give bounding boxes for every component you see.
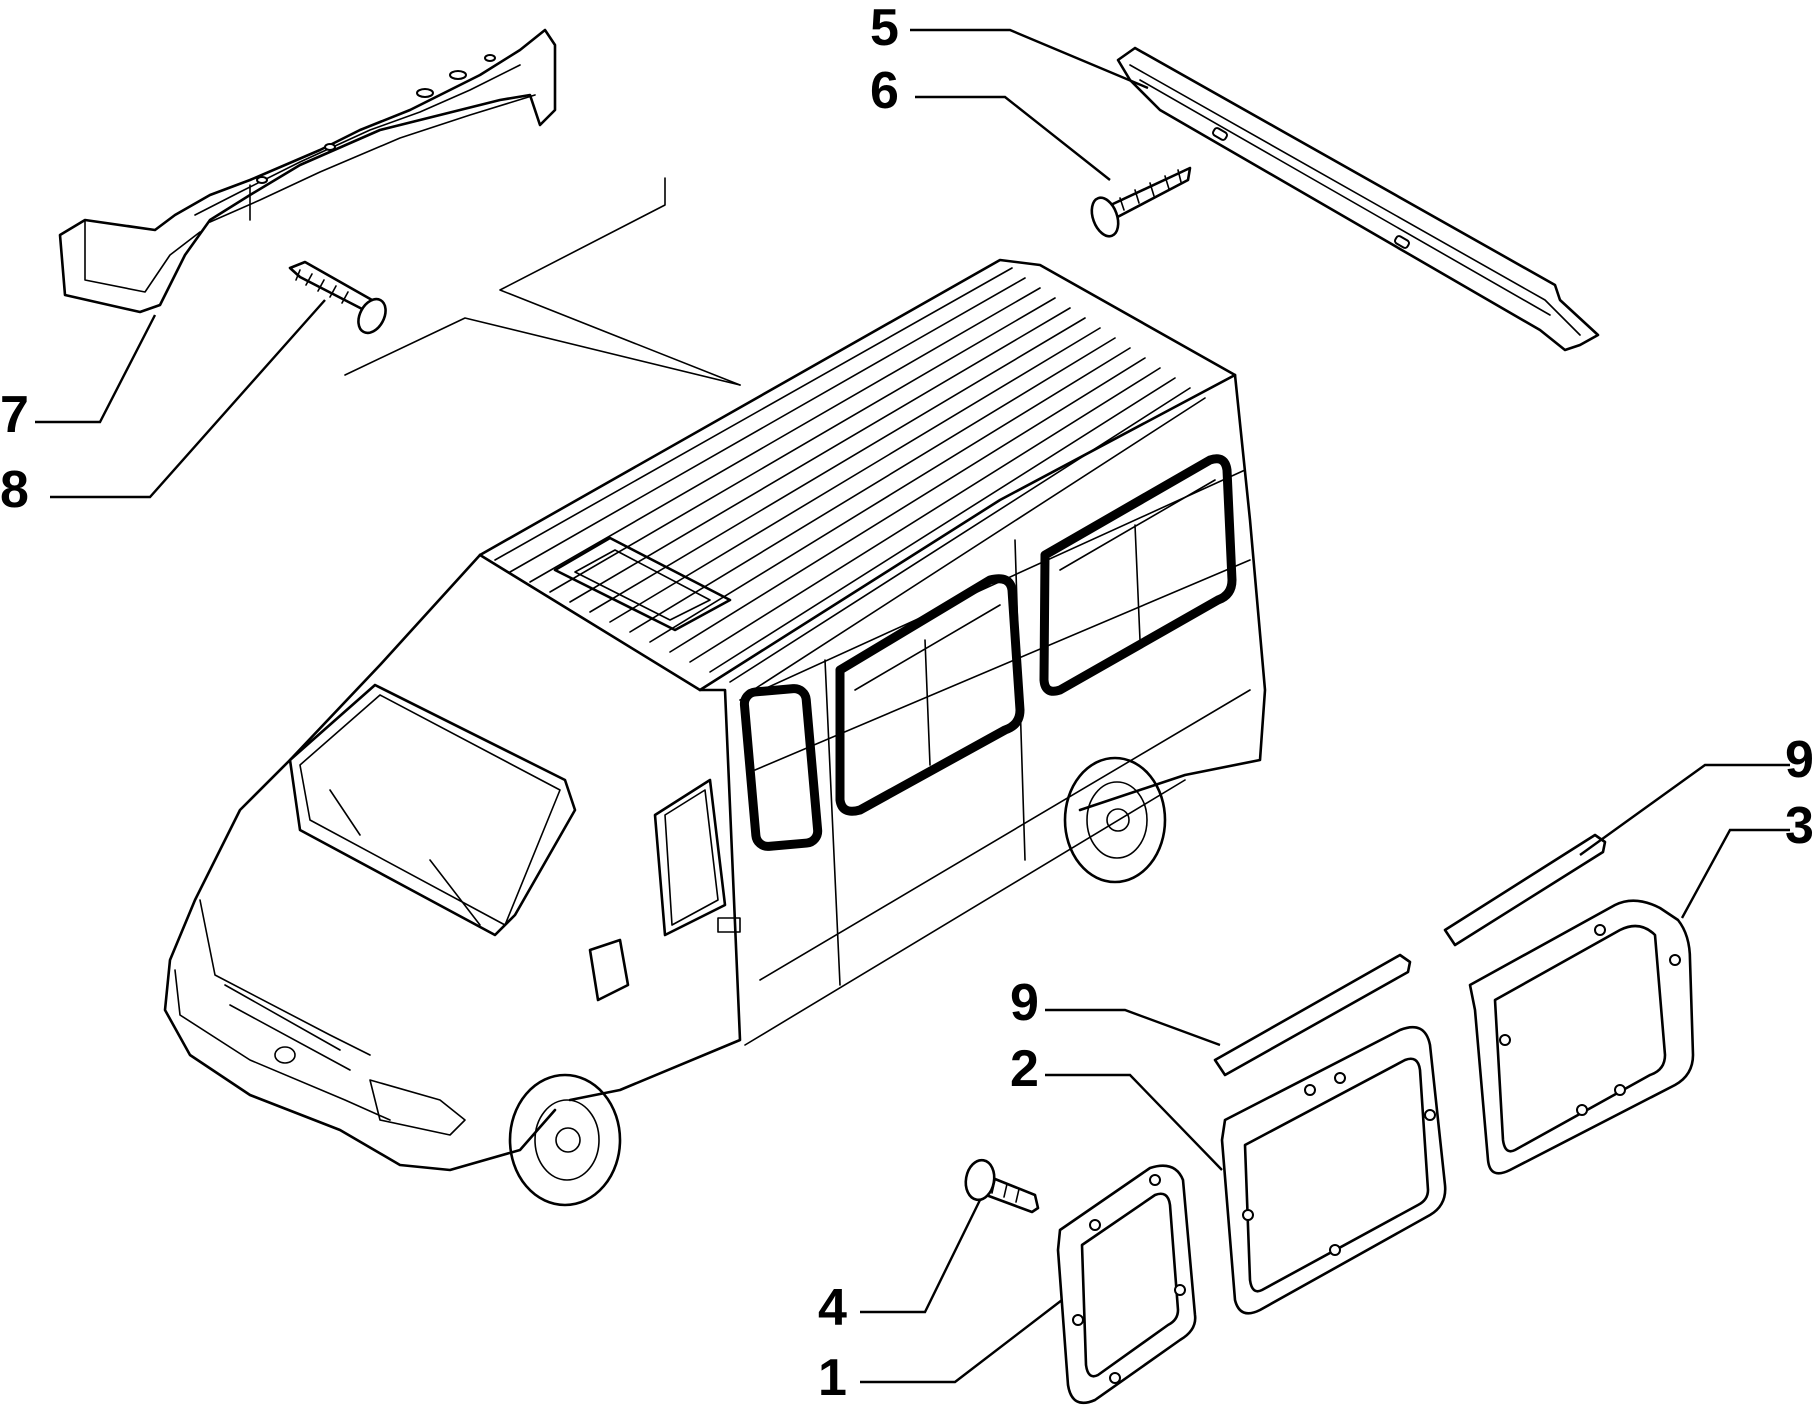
- leader-6: [915, 95, 1111, 181]
- seal-window-3: [1039, 454, 1237, 696]
- callout-9b: 9: [1010, 974, 1039, 1032]
- callout-1: 1: [818, 1349, 847, 1407]
- leader-4: [860, 1199, 982, 1314]
- large-window-frame-part: [1468, 899, 1695, 1175]
- leader-9b: [1045, 1008, 1221, 1047]
- seal-window-2: [835, 574, 1025, 816]
- leader-lines: [35, 28, 1790, 1384]
- callout-9a: 9: [1785, 731, 1814, 789]
- side-roof-rail-part: [58, 28, 557, 314]
- long-roof-rail-part: [1116, 46, 1600, 352]
- leader-2: [1045, 1073, 1223, 1171]
- callout-6: 6: [870, 62, 899, 120]
- leader-5: [910, 28, 1149, 90]
- screw-part-6: [1090, 166, 1192, 238]
- seal-window-1: [739, 684, 823, 851]
- callout-8: 8: [0, 461, 29, 519]
- medium-window-frame-part: [1220, 1025, 1447, 1315]
- screw-part-8: [288, 260, 387, 335]
- callout-4: 4: [818, 1279, 847, 1337]
- seal-strip-lower: [1213, 953, 1412, 1077]
- van-illustration: [163, 258, 1267, 1207]
- pointer-lines: [344, 177, 741, 386]
- callout-5: 5: [870, 0, 899, 57]
- callout-7: 7: [0, 386, 29, 444]
- leader-7: [35, 314, 157, 424]
- leader-8: [50, 299, 326, 499]
- screw-part-4: [964, 1158, 1040, 1214]
- leader-3: [1680, 828, 1790, 919]
- callout-3: 3: [1785, 797, 1814, 855]
- leader-9a: [1579, 763, 1790, 856]
- leader-1: [860, 1299, 1063, 1384]
- callout-2: 2: [1010, 1040, 1039, 1098]
- small-window-frame-part: [1056, 1164, 1197, 1405]
- seal-strip-upper: [1443, 833, 1607, 947]
